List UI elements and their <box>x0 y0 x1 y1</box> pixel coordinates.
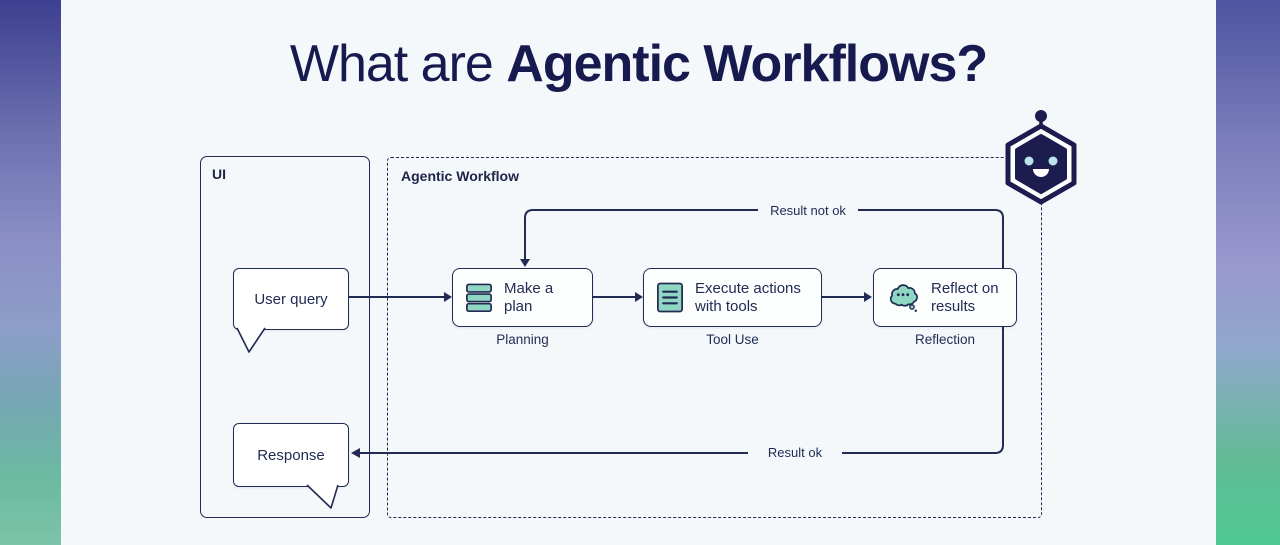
step-reflect-label: Reflect on results <box>931 280 999 316</box>
sublabel-reflection: Reflection <box>914 332 976 347</box>
agentic-workflow-frame-label: Agentic Workflow <box>401 168 519 184</box>
arrowhead-into-plan-left <box>444 292 452 302</box>
robot-right-eye <box>1048 156 1058 166</box>
right-gradient-border <box>1216 0 1280 545</box>
sublabel-planning: Planning <box>496 332 549 347</box>
sublabel-tool-use: Tool Use <box>706 332 759 347</box>
ui-frame-label: UI <box>212 166 226 182</box>
step-reflect-on-results: Reflect on results <box>873 268 1017 327</box>
step-execute-actions: Execute actions with tools <box>643 268 822 327</box>
feedback-loop-path <box>360 209 1004 454</box>
user-query-label: User query <box>254 290 328 308</box>
left-gradient-border <box>0 0 61 545</box>
response-label: Response <box>257 446 325 464</box>
title-prefix: What are <box>289 35 507 93</box>
step-make-a-plan: Make a plan <box>452 268 593 327</box>
thought-bubble-icon <box>889 283 918 312</box>
step-reflect-line2: results <box>931 297 976 315</box>
robot-left-eye <box>1024 156 1034 166</box>
step-execute-line1: Execute actions <box>695 279 801 297</box>
response-bubble: Response <box>233 423 349 487</box>
arrowhead-loop-into-plan-top <box>520 259 530 267</box>
agentic-workflow-frame: Agentic Workflow <box>387 157 1042 518</box>
document-lines-icon <box>657 282 683 313</box>
page-title: What are Agentic Workflows? <box>61 34 1216 94</box>
step-reflect-line1: Reflect on <box>931 279 999 297</box>
title-emphasis: Agentic Workflows? <box>506 35 988 93</box>
arrowhead-into-reflect <box>864 292 872 302</box>
robot-hexagon-icon <box>1005 110 1077 205</box>
result-not-ok-label: Result not ok <box>770 203 846 218</box>
step-execute-label: Execute actions with tools <box>695 280 801 316</box>
result-ok-label: Result ok <box>767 445 823 460</box>
step-plan-label: Make a plan <box>504 279 554 315</box>
arrowhead-into-response <box>351 448 360 458</box>
user-query-bubble: User query <box>233 268 349 330</box>
step-execute-line2: with tools <box>695 297 758 315</box>
ui-frame: UI <box>200 156 370 518</box>
stack-icon <box>466 283 492 312</box>
arrowhead-into-execute <box>635 292 643 302</box>
robot-mouth <box>1033 169 1049 177</box>
